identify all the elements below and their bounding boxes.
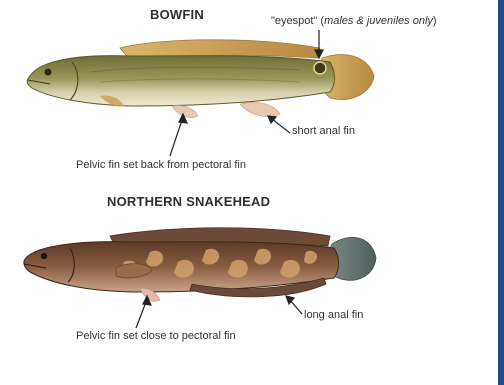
snakehead-pointers (136, 296, 302, 328)
snakehead-anal-fin-label: long anal fin (304, 310, 363, 321)
bowfin-pelvic-fin (172, 105, 198, 117)
bowfin-eyespot (314, 62, 326, 74)
anal-fin-arrow-snakehead (290, 300, 302, 314)
pelvic-arrow-snakehead (136, 302, 146, 328)
anal-fin-arrow-bowfin (272, 119, 290, 133)
snakehead-title: NORTHERN SNAKEHEAD (107, 195, 270, 208)
bowfin-pelvic-label: Pelvic fin set back from pectoral fin (76, 160, 246, 171)
pelvic-arrow-bowfin (170, 120, 182, 156)
snakehead-illustration (24, 228, 376, 302)
snakehead-pelvic-label: Pelvic fin set close to pectoral fin (76, 331, 236, 342)
bowfin-anal-fin-label: short anal fin (292, 126, 355, 137)
bowfin-anal-fin (240, 102, 280, 116)
anal-fin-arrowhead-bowfin (268, 116, 276, 123)
frame-border (498, 0, 504, 385)
